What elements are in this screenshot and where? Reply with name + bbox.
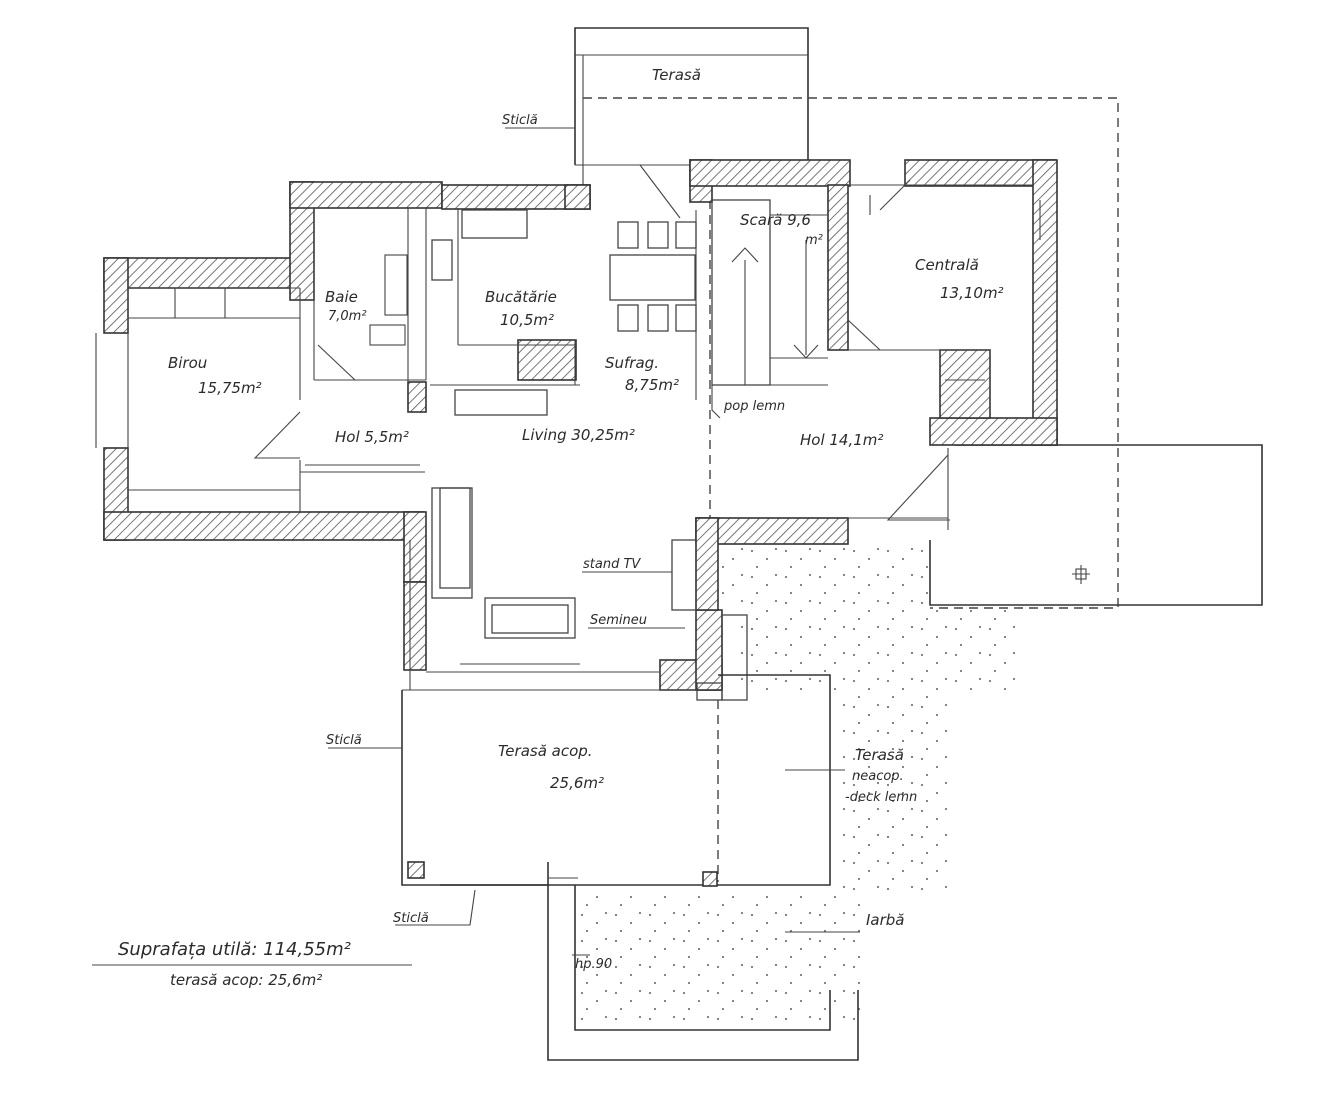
leader-lines xyxy=(328,127,860,933)
summary-line-2: terasă acop: 25,6m² xyxy=(170,971,322,989)
label-birou: Birou xyxy=(168,354,207,372)
label-sufrag-area: 8,75m² xyxy=(625,376,679,394)
label-terasa-neacop-3: -deck lemn xyxy=(845,790,917,805)
room-labels: Terasă Scară 9,6 m² Centrală 13,10m² Bai… xyxy=(168,66,1004,929)
label-scara-unit: m² xyxy=(805,233,823,248)
covered-terrace xyxy=(401,674,831,887)
label-centrala-area: 13,10m² xyxy=(940,284,1004,302)
annotation-labels: Sticlă Sticlă Sticlă pop lemn stand TV S… xyxy=(326,113,785,972)
area-summary: Suprafața utilă: 114,55m² terasă acop: 2… xyxy=(92,939,412,989)
label-terasa-neacop-2: neacop. xyxy=(852,769,904,784)
top-terrace xyxy=(574,27,809,219)
label-hol-left: Hol 5,5m² xyxy=(335,428,409,446)
label-hol-right: Hol 14,1m² xyxy=(800,431,883,449)
label-sticla-bottom: Sticlă xyxy=(393,911,429,926)
carport xyxy=(886,444,1263,606)
grass-area xyxy=(575,548,1020,1025)
label-bucatarie: Bucătărie xyxy=(485,288,557,306)
label-baie: Baie xyxy=(325,288,358,306)
label-living: Living 30,25m² xyxy=(522,426,635,444)
label-sticla-left: Sticlă xyxy=(326,733,362,748)
garden-pool xyxy=(547,862,859,1061)
label-terasa-top: Terasă xyxy=(652,66,701,84)
label-baie-area: 7,0m² xyxy=(328,309,367,324)
label-pop-lemn: pop lemn xyxy=(723,399,785,414)
label-terasa-acop: Terasă acop. xyxy=(498,742,593,760)
label-sufrag: Sufrag. xyxy=(605,354,659,372)
label-bucatarie-area: 10,5m² xyxy=(500,311,554,329)
label-scara: Scară 9,6 xyxy=(740,211,811,229)
label-birou-area: 15,75m² xyxy=(198,379,262,397)
label-iarba: Iarbă xyxy=(866,911,905,929)
walls xyxy=(103,159,1058,691)
label-stand-tv: stand TV xyxy=(583,557,641,572)
interior-lines xyxy=(95,179,1041,701)
label-terasa-neacop: Terasă xyxy=(855,746,904,764)
label-terasa-acop-area: 25,6m² xyxy=(550,774,604,792)
roof-outline xyxy=(583,97,1119,882)
label-centrala: Centrală xyxy=(915,256,979,274)
label-hp: hp.90 xyxy=(575,957,612,972)
label-semineu: Semineu xyxy=(590,613,647,628)
summary-line-1: Suprafața utilă: 114,55m² xyxy=(118,939,351,960)
label-sticla-top: Sticlă xyxy=(502,113,538,128)
